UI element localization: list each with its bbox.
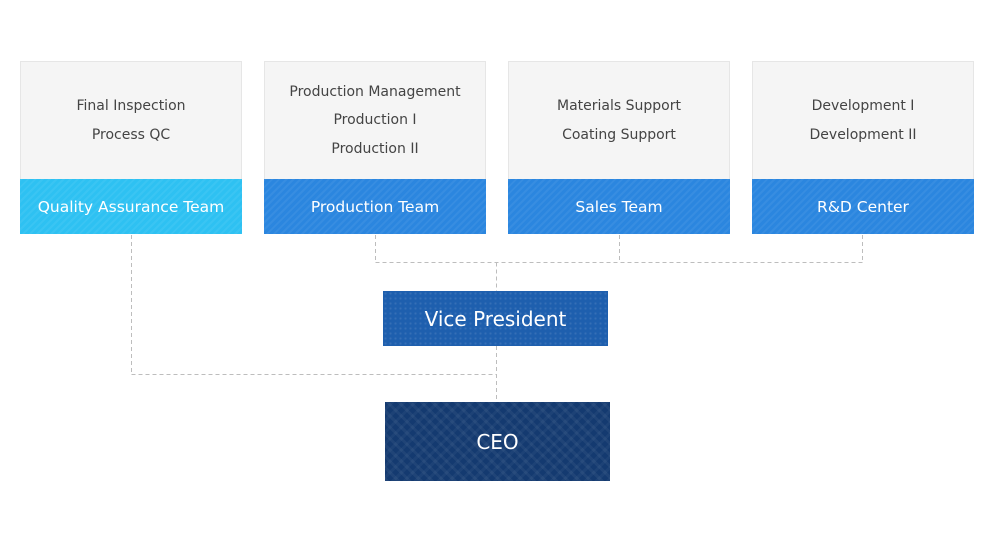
department-functions: Development I Development II — [752, 61, 974, 179]
department-rnd-center: Development I Development II R&D Center — [752, 61, 974, 234]
function-item: Process QC — [91, 126, 171, 143]
department-header: Sales Team — [508, 179, 730, 234]
function-item: Development I — [811, 98, 915, 114]
department-header: R&D Center — [752, 179, 974, 234]
department-functions: Production Management Production I Produ… — [264, 61, 486, 179]
department-header: Production Team — [264, 179, 486, 234]
function-item: Production Management — [289, 83, 461, 100]
function-item: Production I — [333, 112, 417, 129]
ceo-box: CEO — [385, 402, 610, 481]
department-header: Quality Assurance Team — [20, 179, 242, 234]
vice-president-box: Vice President — [383, 291, 608, 346]
department-sales: Materials Support Coating Support Sales … — [508, 61, 730, 234]
department-functions: Materials Support Coating Support — [508, 61, 730, 179]
department-quality-assurance: Final Inspection Process QC Quality Assu… — [20, 61, 242, 234]
function-item: Coating Support — [562, 126, 676, 143]
department-production: Production Management Production I Produ… — [264, 61, 486, 234]
department-functions: Final Inspection Process QC — [20, 61, 242, 179]
function-item: Production II — [331, 140, 419, 157]
function-item: Final Inspection — [76, 98, 186, 114]
function-item: Development II — [809, 126, 917, 143]
function-item: Materials Support — [557, 98, 681, 114]
